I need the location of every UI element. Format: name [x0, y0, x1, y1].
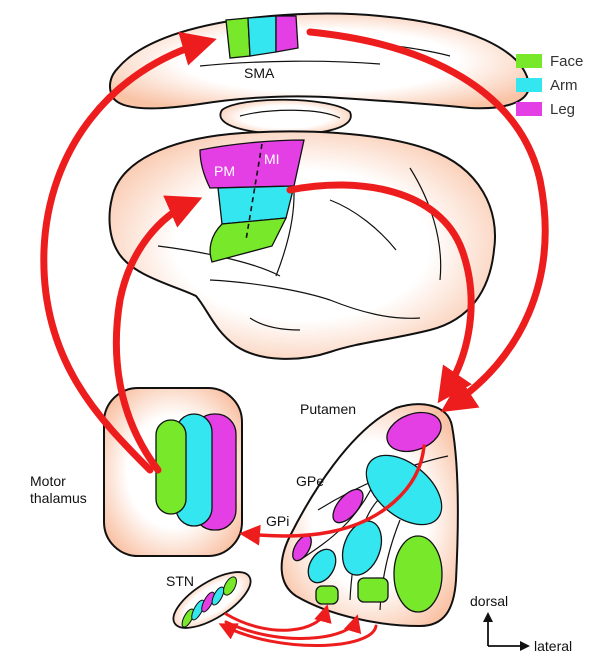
- legend-face-swatch: [516, 54, 542, 68]
- gpe-label: GPe: [296, 473, 324, 489]
- motor-thalamus: Motor thalamus: [30, 388, 242, 556]
- dorsal-label: dorsal: [470, 593, 508, 609]
- gpe-face-zone: [358, 578, 388, 602]
- sma-leg-zone: [276, 16, 298, 52]
- putamen-face-zone: [394, 536, 442, 612]
- legend-leg-swatch: [516, 102, 542, 116]
- mi-label: MI: [264, 151, 280, 167]
- thalamus-face-zone: [156, 420, 186, 514]
- gpi-face-zone: [316, 586, 338, 604]
- lateral-label: lateral: [534, 638, 572, 654]
- pm-label: PM: [214, 163, 235, 179]
- legend-arm-swatch: [516, 78, 542, 92]
- legend-leg-label: Leg: [550, 101, 575, 118]
- legend-arm-label: Arm: [550, 77, 578, 94]
- motor-thalamus-label-line2: thalamus: [30, 490, 87, 506]
- motor-thalamus-label-line1: Motor: [30, 473, 66, 489]
- legend: Face Arm Leg: [516, 53, 583, 118]
- sma-arm-zone: [248, 16, 276, 56]
- putamen-label: Putamen: [300, 401, 356, 417]
- gpi-label: GPi: [266, 513, 289, 529]
- legend-face-label: Face: [550, 53, 583, 70]
- basal-ganglia: Putamen GPe GPi: [266, 401, 458, 626]
- medial-hemisphere: SMA: [110, 14, 529, 109]
- subthalamic-nucleus: STN: [165, 561, 259, 638]
- orientation-axes: dorsal lateral: [470, 593, 572, 654]
- stn-label: STN: [166, 573, 194, 589]
- sma-face-zone: [226, 18, 250, 58]
- sma-label: SMA: [244, 65, 275, 81]
- lateral-hemisphere: PM MI: [110, 100, 496, 359]
